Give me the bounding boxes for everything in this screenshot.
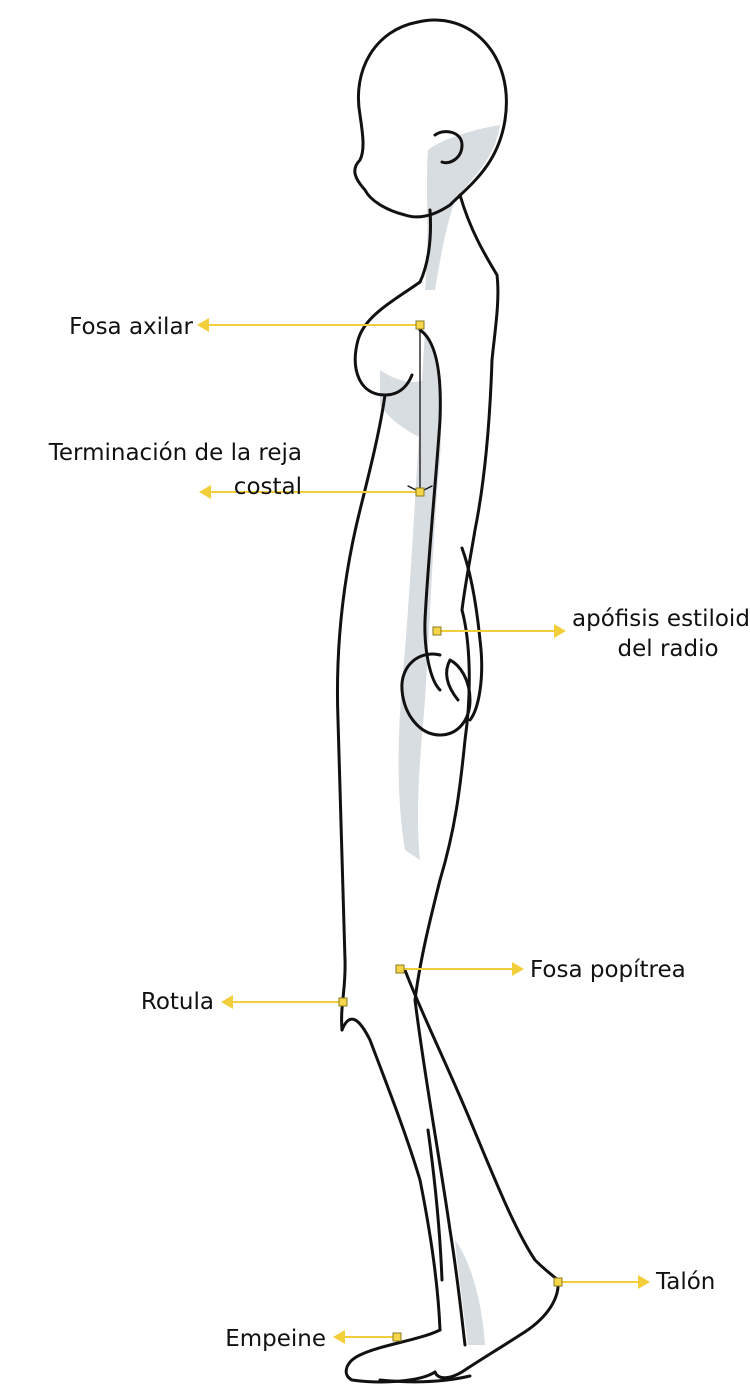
arrowhead-empeine — [333, 1330, 345, 1344]
butt-outline — [413, 608, 471, 1002]
front-shin-back — [426, 1128, 444, 1282]
arrowhead-fosa-popitrea — [512, 962, 524, 976]
marker-apofisis — [432, 626, 442, 636]
heel-outline — [433, 1278, 560, 1380]
label-terminacion-line2: costal — [233, 474, 302, 500]
rear-leg-front — [403, 968, 560, 1282]
label-empeine: Empeine — [225, 1326, 326, 1352]
label-apofisis-estiloide: apófisis estiloide del radio — [572, 604, 750, 664]
marker-fosa-axilar — [415, 320, 425, 330]
label-fosa-axilar: Fosa axilar — [69, 314, 193, 340]
hand-outline — [400, 652, 472, 737]
back-outline — [460, 358, 494, 612]
back-shadow — [398, 330, 442, 860]
label-fosa-popitrea: Fosa popítrea — [530, 957, 686, 983]
rear-leg-back — [413, 998, 467, 1347]
front-leg — [340, 1017, 442, 1332]
marker-rotula — [338, 997, 348, 1007]
arrowhead-rotula — [221, 995, 233, 1009]
figure-outline — [335, 18, 560, 1384]
neck-shadow — [425, 125, 500, 290]
arrowhead-apofisis — [554, 624, 566, 638]
marker-empeine — [392, 1332, 402, 1342]
toe-outline — [378, 1374, 472, 1384]
marker-terminacion — [415, 487, 425, 497]
rear-leg-shadow — [455, 1240, 485, 1345]
neck-back — [458, 193, 500, 362]
neck-front — [418, 208, 432, 284]
chest-outline — [353, 280, 422, 397]
head-outline — [353, 18, 508, 219]
label-rotula: Rotula — [140, 989, 214, 1015]
arm-back — [418, 328, 442, 692]
ear-outline — [433, 130, 464, 165]
label-apofisis-line2: del radio — [617, 636, 719, 662]
shadow-areas — [380, 125, 500, 1345]
callouts — [197, 318, 650, 1344]
label-terminacion-line1: Terminación de la reja — [48, 440, 302, 466]
torso-shadow — [380, 370, 425, 440]
arrowhead-fosa-axilar — [197, 318, 209, 332]
label-talon: Talón — [656, 1269, 716, 1295]
label-apofisis-line1: apófisis estiloide — [572, 606, 750, 632]
label-terminacion-reja-costal: Terminación de la reja costal — [49, 438, 302, 502]
torso-front — [335, 393, 387, 1032]
forearm-front — [460, 546, 484, 722]
marker-talon — [553, 1277, 563, 1287]
arrowhead-terminacion — [199, 485, 211, 499]
marker-fosa-popitrea — [395, 964, 405, 974]
arrowhead-talon — [638, 1275, 650, 1289]
